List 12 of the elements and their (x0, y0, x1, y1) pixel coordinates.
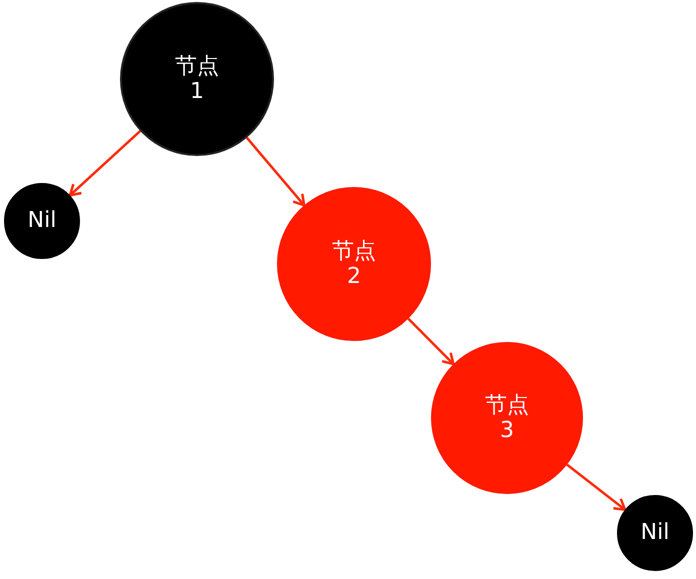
node-label: 3 (500, 418, 514, 444)
node-label: 节点 (332, 238, 376, 264)
node-label: 节点 (175, 54, 219, 79)
node-label: 2 (347, 264, 361, 290)
node-label: Nil (640, 520, 670, 546)
arrow (407, 318, 455, 366)
node-label: 节点 (485, 392, 529, 418)
arrow (566, 464, 626, 511)
arrow (68, 130, 142, 197)
node-label: Nil (28, 208, 56, 234)
node-label: 1 (190, 79, 204, 104)
arrow (246, 136, 306, 207)
